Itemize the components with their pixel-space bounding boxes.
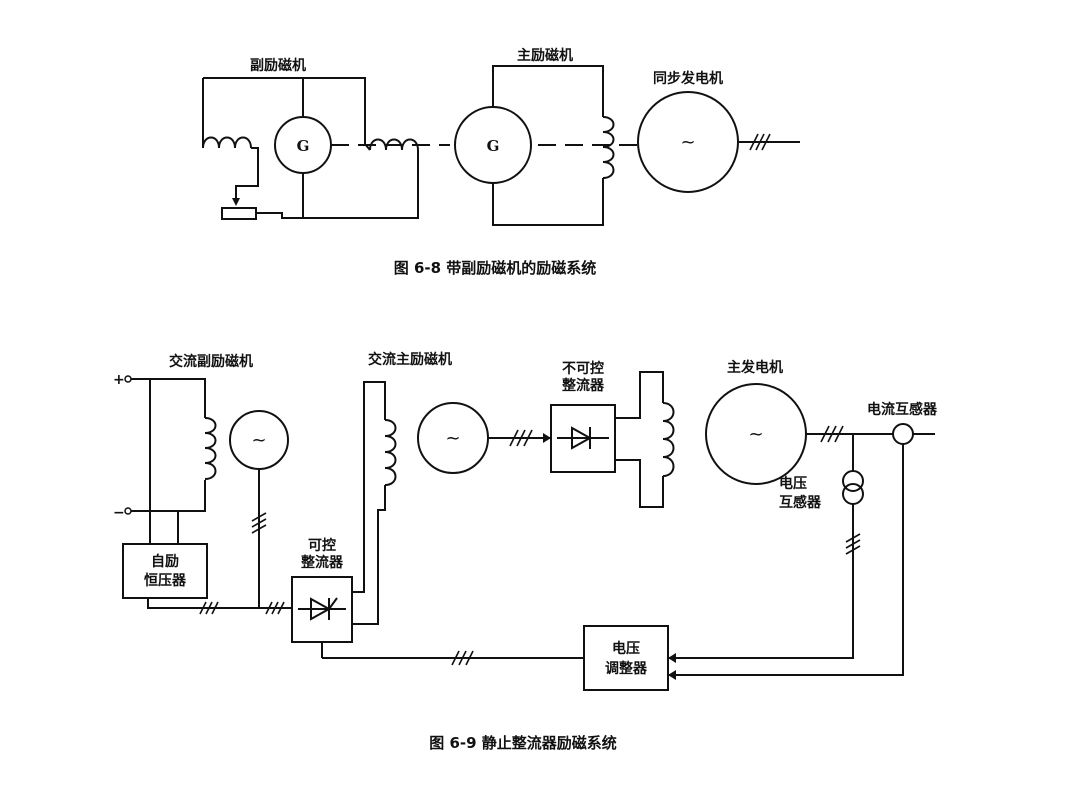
pilot-top-wire xyxy=(203,77,366,144)
three-phase-ticks-main-exciter xyxy=(509,429,533,447)
figure-6-8: 副励磁机 G 主励磁机 G 同步发电机 ~ 图 6- xyxy=(202,47,800,277)
diode-symbol xyxy=(557,426,609,450)
caption-6-8: 图 6-8 带副励磁机的励磁系统 xyxy=(394,259,597,277)
three-phase-ticks-regulator xyxy=(199,601,285,615)
voltage-regulator-label-1: 电压 xyxy=(612,640,640,657)
caption-6-9: 图 6-9 静止整流器励磁系统 xyxy=(429,734,617,752)
rect-to-exciter-wire-b xyxy=(352,485,386,625)
ac-pilot-exciter-symbol: ~ xyxy=(251,430,266,451)
current-transformer-symbol xyxy=(892,423,914,445)
main-exciter-circle xyxy=(454,106,532,184)
sync-generator-symbol: ~ xyxy=(680,132,695,153)
pilot-minus-wire xyxy=(131,480,206,512)
vt-label-1: 电压 xyxy=(779,475,807,492)
rheostat xyxy=(221,207,257,220)
controlled-rectifier-label-1: 可控 xyxy=(308,537,336,554)
label-main-generator: 主发电机 xyxy=(727,359,783,376)
three-phase-ticks-1 xyxy=(749,133,771,151)
vt-winding-1 xyxy=(842,470,864,492)
regulator-output-wire xyxy=(147,598,292,609)
vt-winding-2 xyxy=(842,483,864,505)
three-phase-ticks-pilot xyxy=(251,512,267,534)
thyristor-symbol xyxy=(298,597,346,621)
uncontrolled-rectifier-label-2: 整流器 xyxy=(561,377,605,394)
label-ac-main-exciter: 交流主励磁机 xyxy=(368,351,452,368)
main-exciter-top-wire xyxy=(492,65,604,117)
rotor-field-wire-bottom xyxy=(615,459,664,508)
exciter-output-arrow xyxy=(543,433,551,443)
label-pilot-exciter: 副励磁机 xyxy=(250,57,306,74)
main-exciter-field-coil xyxy=(369,138,419,151)
label-main-exciter: 主励磁机 xyxy=(517,47,573,64)
label-ac-pilot-exciter: 交流副励磁机 xyxy=(169,353,253,370)
main-generator-symbol: ~ xyxy=(748,424,763,445)
three-phase-ticks-generator xyxy=(820,425,844,443)
minus-terminal-dot xyxy=(124,507,132,515)
uncontrolled-rectifier-box xyxy=(550,404,616,473)
pilot-field-coil xyxy=(202,136,252,149)
uncontrolled-rectifier-label-1: 不可控 xyxy=(562,360,604,377)
figure-6-9: + − 交流副励磁机 ~ 自励 恒压器 xyxy=(113,351,938,752)
plus-terminal-dot xyxy=(124,375,132,383)
pilot-bottom-wire xyxy=(256,150,419,219)
self-regulator-label-1: 自励 xyxy=(151,553,179,570)
minus-terminal: − xyxy=(113,505,125,521)
main-gen-rotor-coil xyxy=(662,402,675,477)
self-regulator-label-2: 恒压器 xyxy=(144,572,187,589)
plus-terminal: + xyxy=(113,372,125,388)
label-sync-generator: 同步发电机 xyxy=(653,70,723,87)
ac-main-exciter-symbol: ~ xyxy=(445,428,460,449)
rotor-field-coil xyxy=(602,116,615,179)
three-phase-ticks-regulator-line xyxy=(451,650,474,666)
rheostat-arrow xyxy=(232,198,240,206)
self-regulator-box xyxy=(122,543,208,599)
rect-to-exciter-wire-a xyxy=(352,381,386,593)
ct-signal-arrow xyxy=(668,670,676,680)
pilot-generator-symbol: G xyxy=(297,137,310,155)
pilot-ac-field-coil xyxy=(204,417,217,480)
controlled-rectifier-label-2: 整流器 xyxy=(300,554,344,571)
main-exciter-symbol: G xyxy=(487,137,500,155)
main-exciter-ac-field-coil xyxy=(384,419,397,486)
vt-signal-arrow xyxy=(668,653,676,663)
rotor-field-wire-top xyxy=(615,371,664,419)
three-phase-ticks-vt xyxy=(845,533,861,555)
vt-label-2: 互感器 xyxy=(779,494,822,511)
pilot-coil-lead xyxy=(235,147,259,200)
voltage-regulator-box xyxy=(583,625,669,691)
ct-signal-wire xyxy=(668,444,904,676)
label-current-transformer: 电流互感器 xyxy=(867,401,938,418)
main-exciter-bottom-wire xyxy=(492,178,604,226)
vt-signal-wire xyxy=(668,504,854,659)
voltage-regulator-label-2: 调整器 xyxy=(605,660,648,677)
pilot-plus-wire xyxy=(131,378,206,418)
